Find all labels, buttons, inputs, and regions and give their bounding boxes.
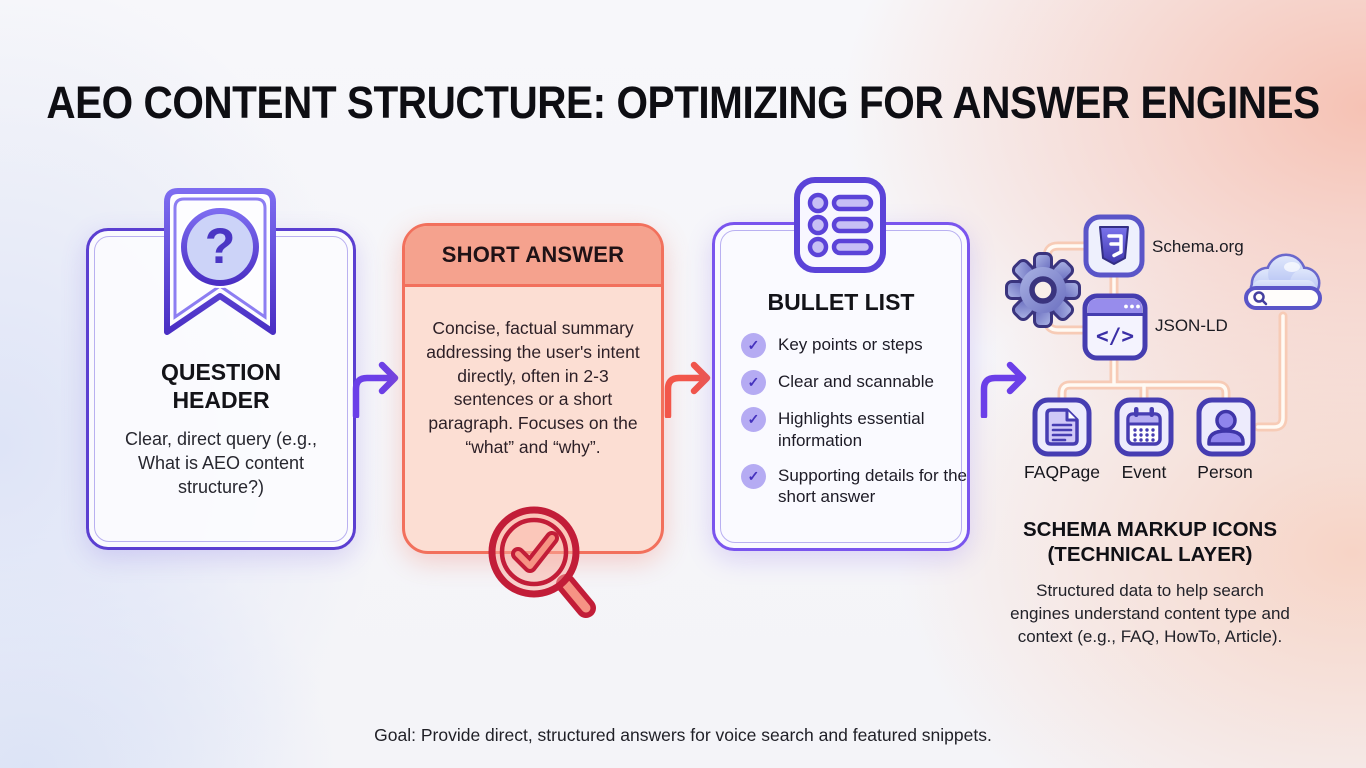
short-answer-title: SHORT ANSWER [441,242,625,267]
json-ld-label: JSON-LD [1155,316,1228,335]
faqpage-document-icon [1032,397,1092,457]
person-label: Person [1197,462,1253,482]
flow-arrow-1-icon [352,361,399,418]
bullet-list: ✓ Key points or steps ✓ Clear and scanna… [715,333,968,509]
short-answer-body: Concise, factual summary addressing the … [426,318,640,457]
event-label: Event [1121,462,1167,482]
schema-org-label: Schema.org [1152,237,1244,256]
flow-arrow-2-icon [664,361,711,418]
magnifier-check-icon [488,506,596,618]
code-glyph: </> [1096,324,1134,348]
check-circle-icon: ✓ [741,370,766,395]
bullet-list-card: BULLET LIST ✓ Key points or steps ✓ Clea… [712,222,970,551]
short-answer-card: SHORT ANSWER Concise, factual summary ad… [402,223,664,554]
bullet-item: ✓ Key points or steps [741,333,967,358]
page-title: AEO CONTENT STRUCTURE: OPTIMIZING FOR AN… [46,77,1320,129]
short-answer-header: SHORT ANSWER [405,226,661,287]
check-circle-icon: ✓ [741,333,766,358]
bullet-item-text: Clear and scannable [778,372,934,391]
bookmark-question-icon: ? [164,188,276,335]
schema-section-heading: SCHEMA MARKUP ICONS (TECHNICAL LAYER) [1004,517,1296,567]
question-mark-glyph: ? [205,218,236,274]
cloud-search-icon [1244,253,1322,310]
schema-section-description: Structured data to help search engines u… [1010,581,1290,646]
flow-arrow-3-icon [980,361,1027,418]
list-document-icon [794,177,886,273]
bullet-item-text: Highlights essential information [778,409,925,450]
bullet-item: ✓ Clear and scannable [741,370,967,395]
gear-icon [1005,252,1081,328]
event-calendar-icon [1114,397,1174,457]
check-circle-icon: ✓ [741,463,766,489]
bullet-item-text: Supporting details for the short answer [778,465,968,507]
bullet-item: ✓ Highlights essential information [741,407,967,452]
schema-heading-line1: SCHEMA MARKUP ICONS [1023,518,1277,541]
question-header-title: QUESTION HEADER [160,359,282,413]
json-ld-code-icon: </> [1082,293,1148,361]
person-icon [1196,397,1256,457]
question-header-body: Clear, direct query (e.g., What is AEO c… [124,429,318,498]
check-circle-icon: ✓ [741,407,766,432]
bullet-item: ✓ Supporting details for the short answe… [741,463,968,509]
schema-org-shield-icon [1083,214,1145,278]
faqpage-label: FAQPage [1024,462,1100,482]
schema-heading-line2: (TECHNICAL LAYER) [1047,543,1253,566]
goal-text: Goal: Provide direct, structured answers… [374,725,992,745]
bullet-item-text: Key points or steps [778,335,923,354]
bullet-list-title: BULLET LIST [767,289,915,315]
